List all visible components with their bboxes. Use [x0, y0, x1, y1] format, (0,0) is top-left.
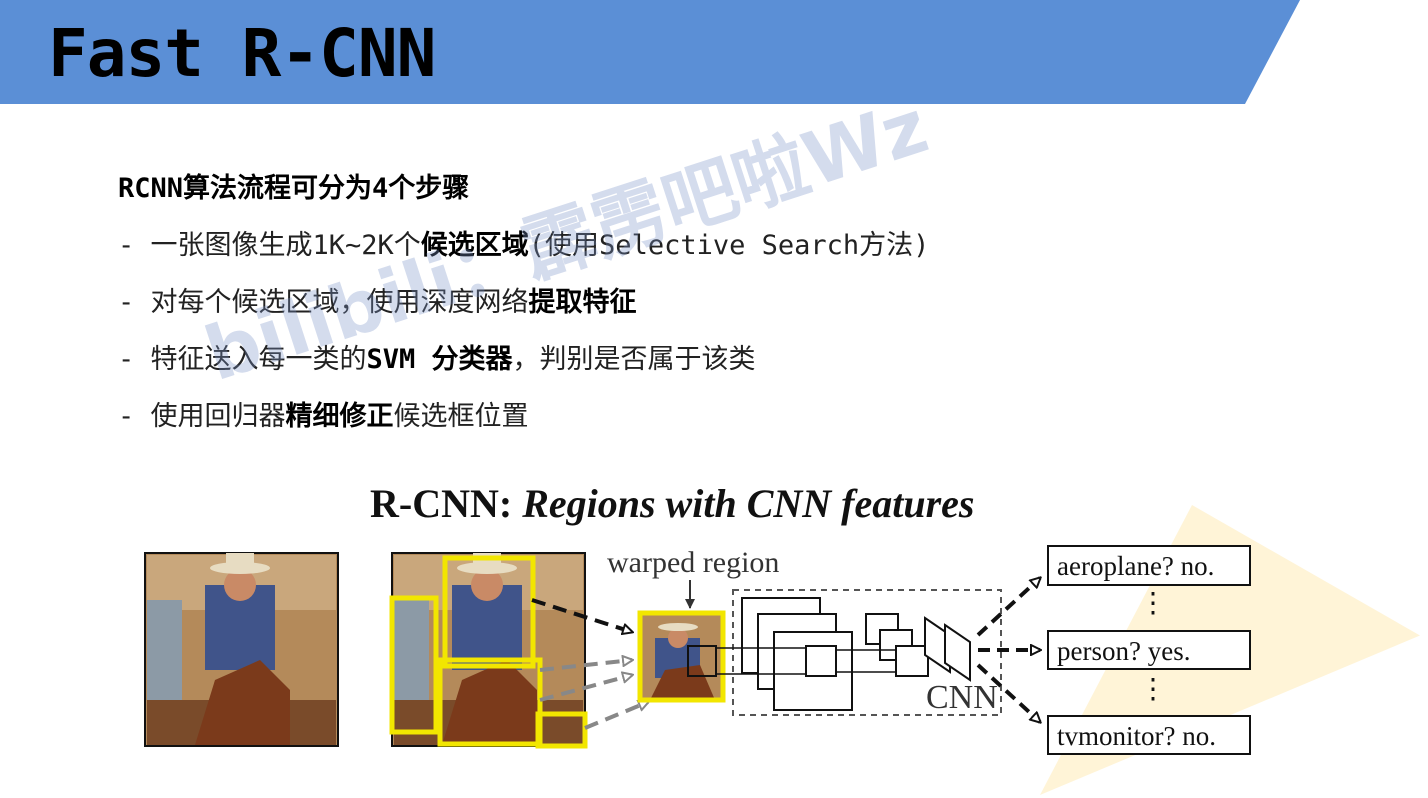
- step1-text-c: (使用Selective Search方法): [528, 230, 930, 261]
- proposal-box: [535, 711, 588, 749]
- figure-title-bold: R-CNN:: [370, 481, 513, 526]
- bullet-step2: - 对每个候选区域，使用深度网络提取特征: [118, 274, 929, 331]
- output-arrow: [976, 578, 1040, 637]
- bullet-step4: - 使用回归器精细修正候选框位置: [118, 388, 929, 445]
- step3-text-a: - 特征送入每一类的: [118, 344, 367, 375]
- proposal-box: [437, 657, 543, 747]
- step2-text-b: 提取特征: [528, 287, 637, 318]
- step1-text-a: - 一张图像生成1K~2K个: [118, 230, 421, 261]
- warp-arrow: [531, 598, 632, 632]
- warped-region-label: warped region: [607, 546, 779, 579]
- proposal-box: [389, 595, 439, 735]
- output-arrow: [976, 663, 1040, 722]
- figure-title: R-CNN: Regions with CNN features: [370, 480, 974, 527]
- step3-text-b: SVM 分类器: [366, 344, 513, 375]
- warped-region-image: [637, 610, 726, 703]
- output-label-tvmonitor: tvmonitor? no.: [1057, 721, 1216, 751]
- step4-text-c: 候选框位置: [393, 401, 529, 432]
- output-label-person: person? yes.: [1057, 636, 1190, 666]
- bullet-list: RCNN算法流程可分为4个步骤 - 一张图像生成1K~2K个候选区域(使用Sel…: [118, 160, 929, 445]
- proposal-image: [389, 552, 588, 749]
- output-box-aeroplane: [1047, 545, 1251, 586]
- cnn-layers: [716, 597, 971, 711]
- slide-title: Fast R-CNN: [48, 15, 436, 92]
- warp-arrow: [539, 675, 632, 702]
- ellipsis-dots: ⋮: [1139, 674, 1167, 705]
- bullet-intro: RCNN算法流程可分为4个步骤: [118, 160, 929, 217]
- output-box-person: [1047, 630, 1251, 670]
- bullet-step1: - 一张图像生成1K~2K个候选区域(使用Selective Search方法): [118, 217, 929, 274]
- cnn-container: [732, 589, 1002, 716]
- title-banner: [0, 0, 1300, 104]
- cnn-label: CNN: [926, 679, 998, 716]
- step4-text-a: - 使用回归器: [118, 401, 286, 432]
- ellipsis-dots: ⋮: [1139, 588, 1167, 619]
- step3-text-c: ，判别是否属于该类: [512, 344, 756, 375]
- step4-text-b: 精细修正: [285, 401, 394, 432]
- warp-arrow: [539, 660, 632, 672]
- step2-text-a: - 对每个候选区域，使用深度网络: [118, 287, 529, 318]
- intro-text: RCNN算法流程可分为4个步骤: [118, 173, 470, 204]
- output-label-aeroplane: aeroplane? no.: [1057, 551, 1214, 581]
- input-image: [144, 552, 339, 747]
- warp-arrow: [584, 702, 648, 730]
- proposal-box: [442, 555, 536, 669]
- step1-text-b: 候选区域: [420, 230, 529, 261]
- output-box-tvmonitor: [1047, 715, 1251, 755]
- figure-title-italic: Regions with CNN features: [522, 481, 975, 526]
- bullet-step3: - 特征送入每一类的SVM 分类器，判别是否属于该类: [118, 331, 929, 388]
